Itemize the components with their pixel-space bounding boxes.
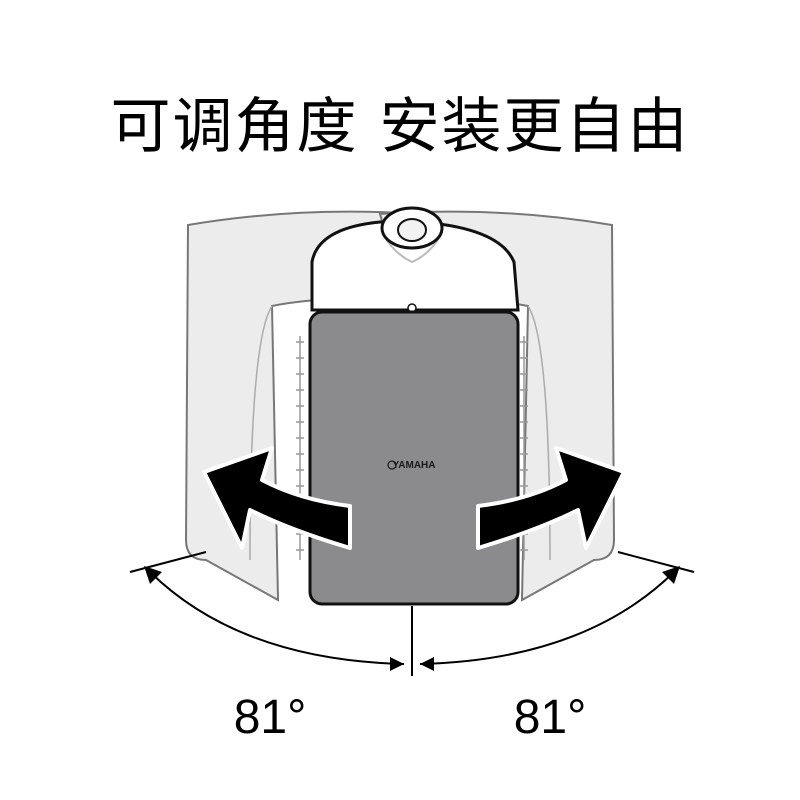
right-limit-line	[617, 551, 695, 573]
angle-indicator	[129, 551, 695, 676]
speaker-grille	[308, 310, 520, 606]
page-title: 可调角度 安装更自由	[110, 92, 690, 162]
center-speaker: YAMAHA	[308, 206, 520, 606]
right-angle-label: 81°	[513, 691, 587, 744]
left-limit-line	[129, 551, 207, 573]
angle-arrowheads	[144, 566, 680, 671]
left-angle-label: 81°	[233, 691, 307, 744]
rotate-right-arrow	[476, 446, 626, 550]
left-angle-arc	[149, 571, 405, 665]
yamaha-logo: YAMAHA	[393, 460, 436, 471]
right-angle-arc	[419, 571, 675, 665]
rotate-left-arrow	[202, 446, 352, 550]
